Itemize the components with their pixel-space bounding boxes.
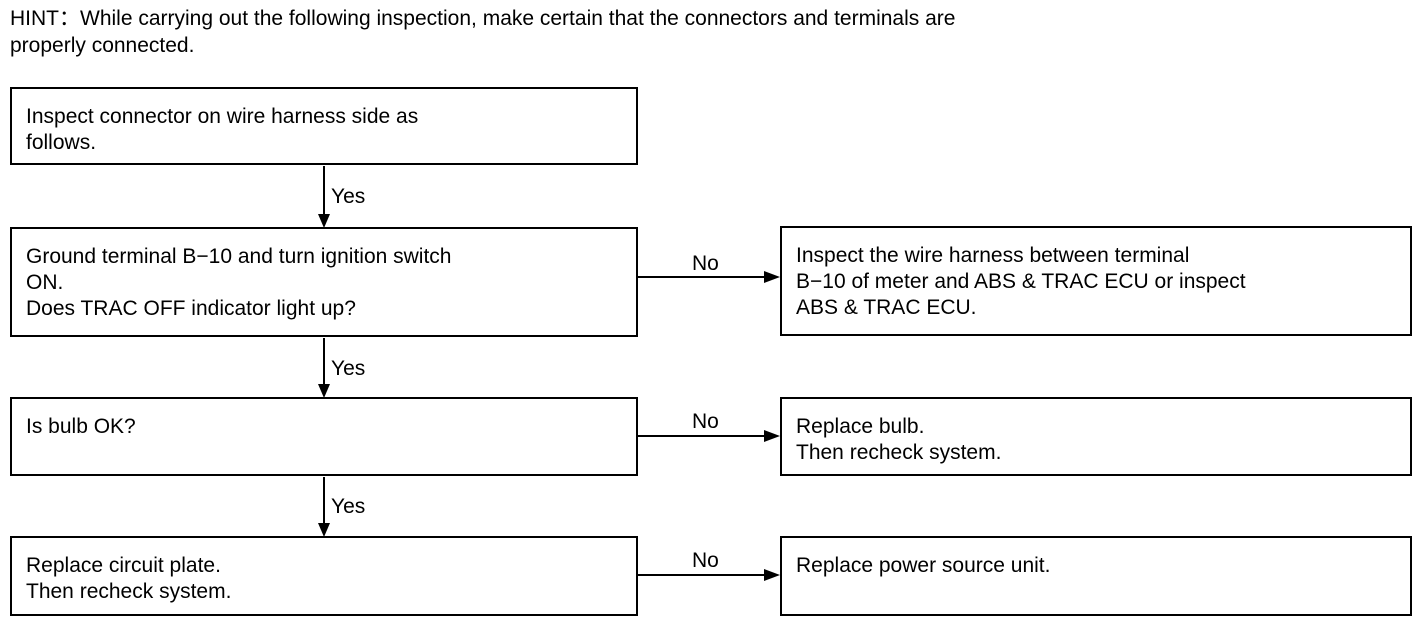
no-arrow-3-head	[764, 569, 780, 581]
action-replace-bulb: Replace bulb. Then recheck system.	[780, 397, 1412, 476]
no-arrow-1-head	[764, 271, 780, 283]
hint-text: HINT：While carrying out the following in…	[10, 7, 956, 57]
no-label: No	[692, 549, 719, 572]
yes-label: Yes	[331, 357, 366, 380]
action-inspect-wire-harness: Inspect the wire harness between termina…	[780, 226, 1412, 336]
yes-arrow-2-head	[318, 384, 330, 398]
step-ground-terminal: Ground terminal B−10 and turn ignition s…	[10, 227, 638, 337]
yes-label: Yes	[331, 495, 366, 518]
no-arrow-2-head	[764, 430, 780, 442]
no-label: No	[692, 252, 719, 275]
step-inspect-connector: Inspect connector on wire harness side a…	[10, 87, 638, 165]
yes-arrow-3-head	[318, 523, 330, 537]
yes-label: Yes	[331, 185, 366, 208]
step-replace-circuit-plate: Replace circuit plate. Then recheck syst…	[10, 536, 638, 616]
step-bulb-check: Is bulb OK?	[10, 397, 638, 476]
no-label: No	[692, 410, 719, 433]
yes-arrow-1-head	[318, 214, 330, 228]
action-replace-power-source: Replace power source unit.	[780, 536, 1412, 616]
